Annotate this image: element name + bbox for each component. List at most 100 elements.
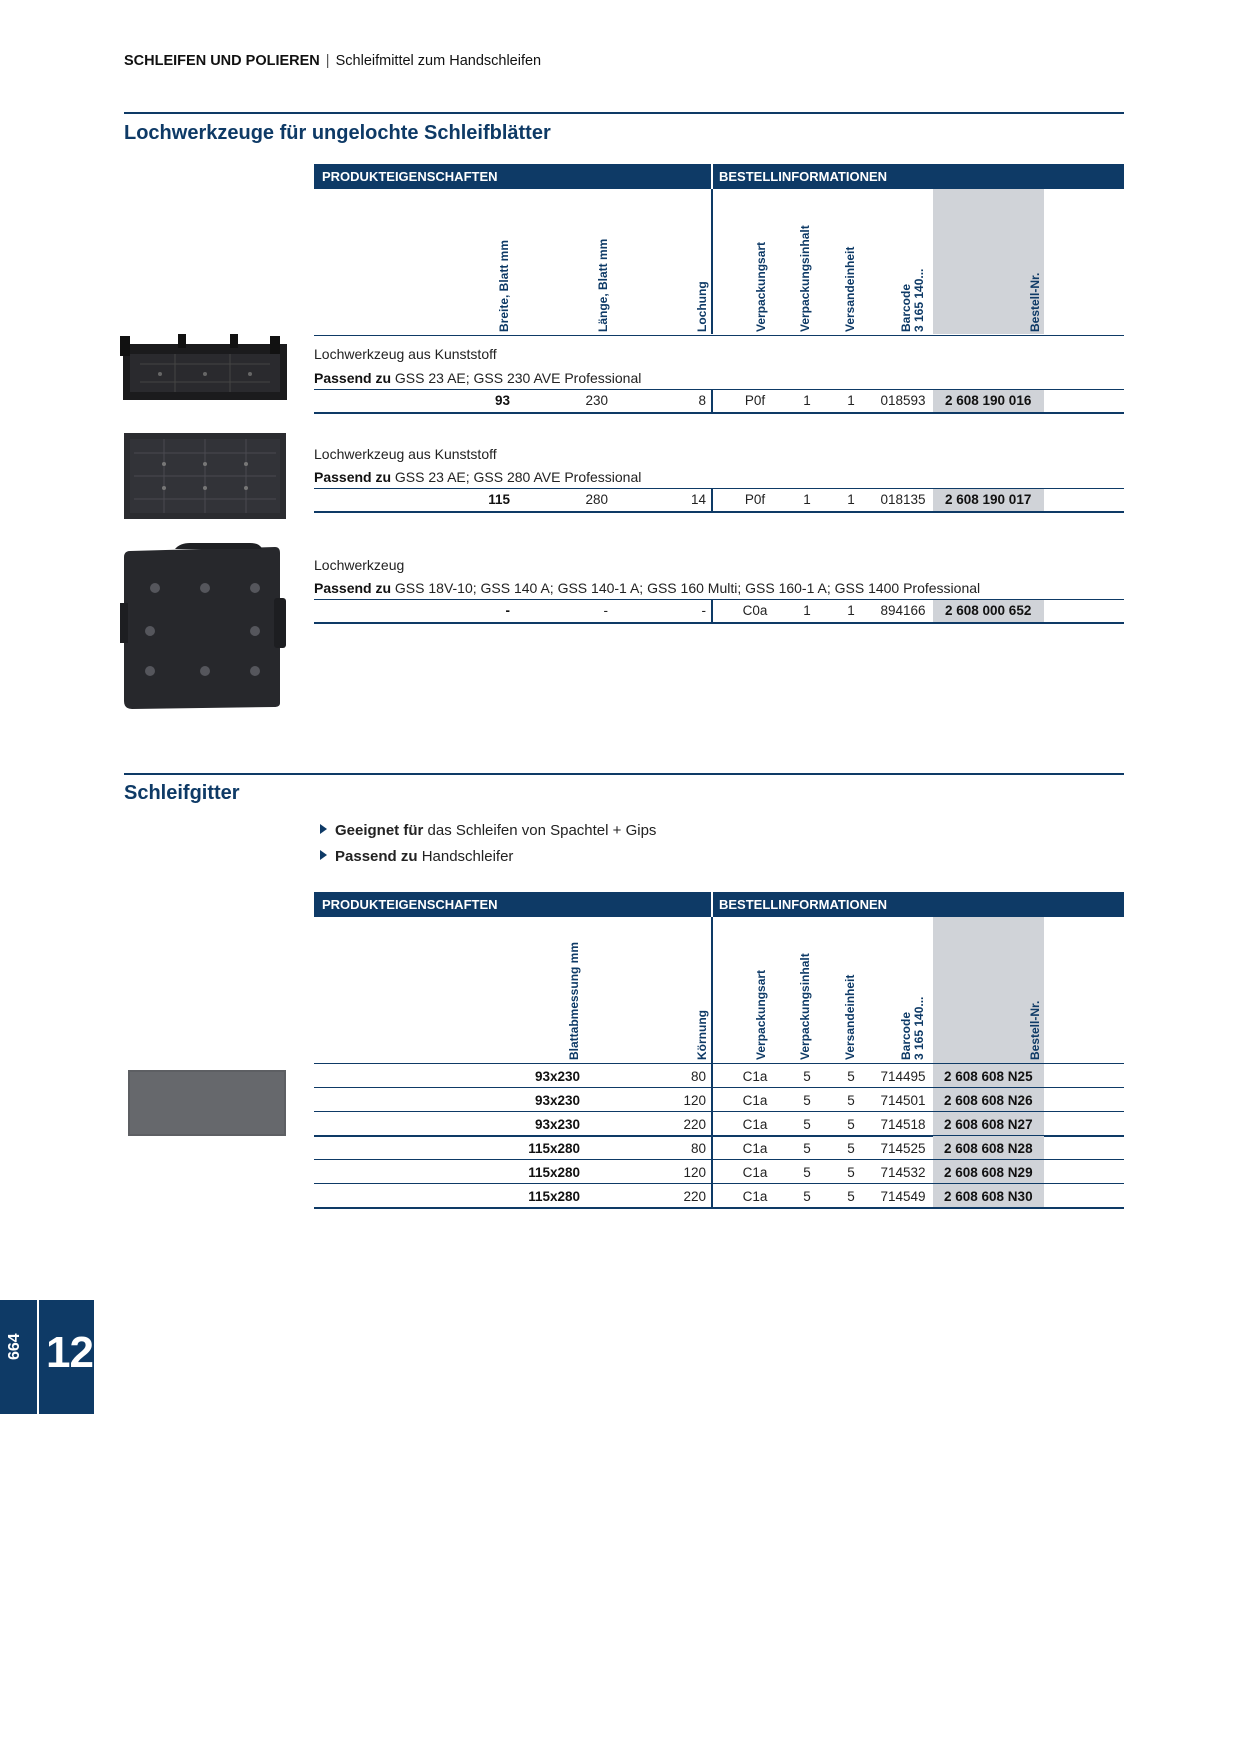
cell-bestell-nr: 2 608 000 652	[945, 603, 1032, 618]
bullet-triangle-icon	[320, 824, 327, 834]
cell-barcode: 714549	[880, 1189, 926, 1204]
row-separator	[314, 488, 1124, 489]
row-separator	[314, 1207, 1124, 1209]
cell-verpackungsinhalt: 5	[803, 1093, 811, 1108]
column-header-verpackungsinhalt: Verpackungsinhalt	[798, 225, 812, 332]
cell-versandeinheit: 5	[847, 1189, 855, 1204]
row-separator	[314, 389, 1124, 390]
column-header-koernung: Körnung	[695, 1010, 709, 1060]
breadcrumb-sub: Schleifmittel zum Handschleifen	[335, 53, 542, 69]
column-header-barcode-prefix: 3 165 140...	[912, 268, 926, 332]
order-number-cell-bg	[933, 1112, 1044, 1136]
column-header-bestell-nr: Bestell-Nr.	[1028, 272, 1042, 332]
cell-bestell-nr: 2 608 608 N28	[944, 1141, 1033, 1156]
product-fit-line: Passend zu GSS 23 AE; GSS 230 AVE Profes…	[314, 370, 641, 386]
cell-verpackungsart: C1a	[742, 1093, 768, 1108]
order-number-cell-bg	[933, 600, 1044, 622]
cell-versandeinheit: 5	[847, 1141, 855, 1156]
cell-barcode: 714525	[880, 1141, 926, 1156]
cell-koernung: 220	[683, 1117, 706, 1132]
cell-verpackungsinhalt: 1	[803, 393, 811, 408]
column-divider	[711, 1088, 713, 1112]
fit-models: GSS 18V-10; GSS 140 A; GSS 140-1 A; GSS …	[394, 580, 981, 596]
cell-koernung: 120	[683, 1093, 706, 1108]
cell-lochung: -	[701, 603, 707, 618]
column-header-barcode-prefix: 3 165 140...	[912, 996, 926, 1060]
cell-koernung: 80	[690, 1141, 706, 1156]
column-divider	[711, 189, 713, 334]
fit-models: GSS 23 AE; GSS 230 AVE Professional	[394, 370, 642, 386]
cell-lochung: 14	[690, 492, 706, 507]
cell-blattabmessung: 93x230	[534, 1093, 580, 1108]
cell-barcode: 018593	[880, 393, 926, 408]
cell-verpackungsinhalt: 5	[803, 1117, 811, 1132]
cell-versandeinheit: 5	[847, 1093, 855, 1108]
cell-bestell-nr: 2 608 608 N25	[944, 1069, 1033, 1084]
product-description: Lochwerkzeug aus Kunststoff	[314, 346, 497, 362]
cell-verpackungsinhalt: 1	[803, 603, 811, 618]
fit-label: Passend zu	[314, 370, 392, 386]
cell-verpackungsinhalt: 5	[803, 1141, 811, 1156]
header-produkteigenschaften: PRODUKTEIGENSCHAFTEN	[322, 897, 498, 912]
column-divider	[711, 1136, 713, 1160]
bullet-bold: Geeignet für	[335, 822, 424, 839]
cell-verpackungsart: C0a	[742, 603, 768, 618]
product-fit-line: Passend zu GSS 23 AE; GSS 280 AVE Profes…	[314, 469, 641, 485]
table-header-bar: PRODUKTEIGENSCHAFTEN BESTELLINFORMATIONE…	[314, 164, 1124, 189]
header-divider	[711, 892, 713, 917]
cell-koernung: 220	[683, 1189, 706, 1204]
row-separator	[314, 1111, 1124, 1112]
bullet-text: das Schleifen von Spachtel + Gips	[423, 822, 657, 839]
cell-bestell-nr: 2 608 608 N30	[944, 1189, 1033, 1204]
cell-versandeinheit: 1	[847, 492, 855, 507]
cell-bestell-nr: 2 608 608 N29	[944, 1165, 1033, 1180]
feature-bullet: Geeignet für das Schleifen von Spachtel …	[320, 822, 656, 839]
row-bottom-line	[314, 412, 1124, 414]
cell-blattabmessung: 93x230	[534, 1117, 580, 1132]
page-tab: 664 12	[0, 1300, 94, 1414]
column-divider	[711, 489, 713, 511]
column-divider	[711, 1064, 713, 1088]
bullet-text: Handschleifer	[417, 848, 514, 865]
column-header-versandeinheit: Versandeinheit	[843, 246, 857, 332]
row-bottom-line	[314, 622, 1124, 624]
row-separator	[314, 1159, 1124, 1160]
product-fit-line: Passend zu GSS 18V-10; GSS 140 A; GSS 14…	[314, 580, 980, 596]
product-image-schleifgitter	[128, 1070, 286, 1136]
section-title-schleifgitter: Schleifgitter	[124, 782, 240, 804]
cell-laenge: -	[603, 603, 609, 618]
cell-verpackungsart: C1a	[742, 1069, 768, 1084]
column-divider	[711, 1160, 713, 1184]
cell-verpackungsart: C1a	[742, 1141, 768, 1156]
cell-bestell-nr: 2 608 608 N27	[944, 1117, 1033, 1132]
cell-versandeinheit: 5	[847, 1069, 855, 1084]
fit-label: Passend zu	[314, 580, 392, 596]
row-bottom-line	[314, 511, 1124, 513]
cell-barcode: 018135	[880, 492, 926, 507]
cell-verpackungsinhalt: 5	[803, 1165, 811, 1180]
row-separator	[314, 599, 1124, 600]
column-divider	[711, 390, 713, 412]
cell-barcode: 714495	[880, 1069, 926, 1084]
chapter-number: 12	[46, 1328, 94, 1377]
header-produkteigenschaften: PRODUKTEIGENSCHAFTEN	[322, 169, 498, 184]
section-title-lochwerkzeuge: Lochwerkzeuge für ungelochte Schleifblät…	[124, 122, 551, 144]
cell-koernung: 80	[690, 1069, 706, 1084]
cell-blattabmessung: 115x280	[528, 1141, 580, 1156]
bullet-bold: Passend zu	[335, 848, 418, 865]
order-number-cell-bg	[933, 1136, 1044, 1160]
product-image-lochwerkzeug-115	[124, 433, 286, 519]
column-divider	[711, 917, 713, 1063]
column-divider	[711, 1112, 713, 1136]
column-header-versandeinheit: Versandeinheit	[843, 974, 857, 1060]
row-separator	[314, 1087, 1124, 1088]
cell-blattabmessung: 115x280	[528, 1165, 580, 1180]
section-rule	[124, 773, 1124, 775]
row-separator	[314, 1183, 1124, 1184]
cell-lochung: 8	[698, 393, 706, 408]
column-header-lochung: Lochung	[695, 281, 709, 332]
product-image-lochwerkzeug-93	[120, 334, 287, 400]
cell-laenge: 280	[585, 492, 608, 507]
table-header-bar: PRODUKTEIGENSCHAFTEN BESTELLINFORMATIONE…	[314, 892, 1124, 917]
column-header-verpackungsart: Verpackungsart	[754, 241, 768, 332]
